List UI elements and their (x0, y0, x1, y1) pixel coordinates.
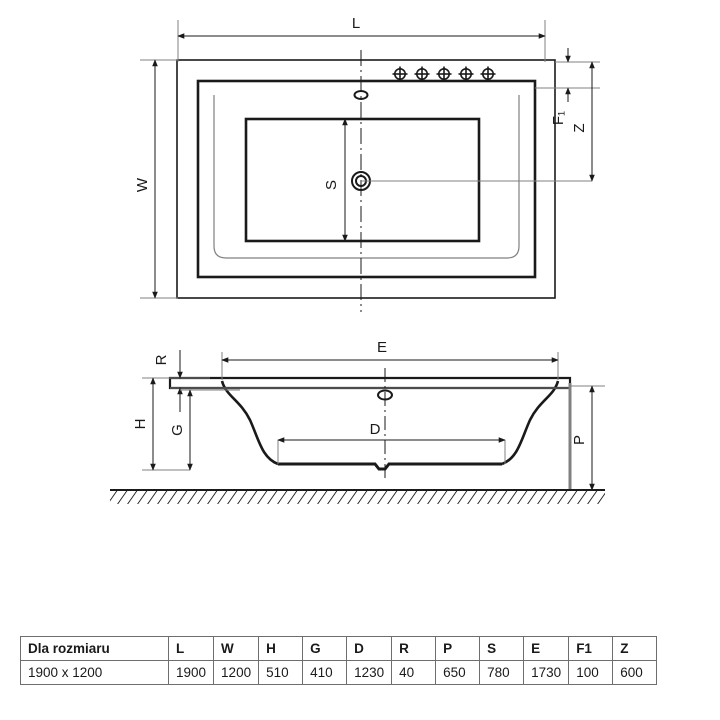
table-header-cell: F1 (568, 636, 614, 661)
table-header-cell: L (167, 636, 215, 661)
crosshair-hole-icon (458, 66, 474, 82)
table-cell: 100 (568, 660, 614, 685)
table-cell: 780 (479, 660, 525, 685)
table-row: 1900 x 1200 1900 1200 510 410 1230 40 65… (20, 660, 658, 685)
table-cell: 650 (435, 660, 481, 685)
table-header-cell: S (479, 636, 525, 661)
side-view-wall-right (501, 380, 560, 466)
table-cell: 410 (302, 660, 348, 685)
specification-table: Dla rozmiaru L W H G D R P S E F1 Z 1900… (20, 636, 658, 685)
top-view-group: L W S F₁ Z (134, 15, 600, 312)
table-cell: 600 (612, 660, 658, 685)
dim-label-z: Z (571, 123, 588, 132)
table-cell: 1900 x 1200 (20, 660, 169, 685)
ground-hatch-icon (110, 490, 605, 504)
crosshair-hole-icon (392, 66, 408, 82)
table-cell: 1230 (346, 660, 393, 685)
crosshair-hole-icon (480, 66, 496, 82)
table-header-cell: Dla rozmiaru (20, 636, 169, 661)
table-cell: 1900 (167, 660, 215, 685)
top-view-outer-rim (176, 59, 556, 299)
table-header-cell: H (258, 636, 304, 661)
top-view-basin (244, 117, 481, 243)
dim-label-length: L (352, 15, 360, 32)
dim-label-g: G (169, 424, 186, 436)
dim-label-width: W (134, 177, 151, 192)
top-view-inner-guide (213, 95, 520, 259)
table-header-cell: Z (612, 636, 658, 661)
tap-holes-group (392, 66, 496, 82)
table-header-row: Dla rozmiaru L W H G D R P S E F1 Z (20, 636, 658, 661)
dim-label-seat: S (323, 180, 340, 190)
table-cell: 40 (391, 660, 437, 685)
dim-label-r: R (153, 354, 170, 365)
table-cell: 510 (258, 660, 304, 685)
table-header-cell: G (302, 636, 348, 661)
dim-label-h: H (132, 419, 149, 430)
table-header-cell: P (435, 636, 481, 661)
dim-label-e: E (377, 339, 387, 356)
table-cell: 1200 (213, 660, 260, 685)
table-cell: 1730 (523, 660, 570, 685)
crosshair-hole-icon (414, 66, 430, 82)
dim-label-d: D (370, 421, 381, 438)
side-view-group: E D R H G P (110, 339, 605, 504)
table-header-cell: W (213, 636, 260, 661)
table-header-cell: E (523, 636, 570, 661)
side-view-bottom (278, 462, 502, 471)
overflow-hole-icon (353, 90, 369, 100)
table-header-cell: R (391, 636, 437, 661)
dim-label-f1: F₁ (550, 111, 567, 125)
dim-label-p: P (571, 435, 588, 445)
side-view-rim-slab (168, 376, 572, 390)
table-header-cell: D (346, 636, 393, 661)
top-view-bowl-edge (196, 79, 537, 279)
crosshair-hole-icon (436, 66, 452, 82)
side-view-wall-left (220, 380, 279, 466)
